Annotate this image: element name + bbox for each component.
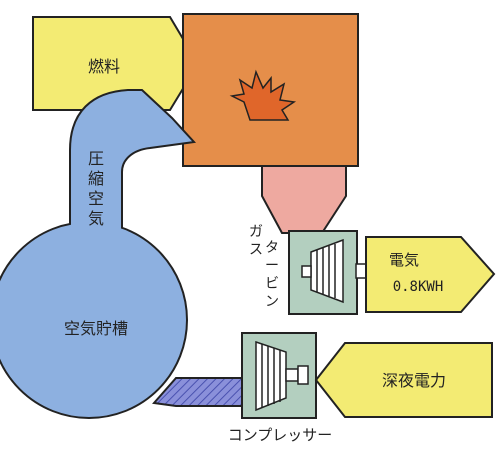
- compressed-air-char-2: 空: [88, 189, 104, 208]
- night-power-label: 深夜電力: [382, 371, 446, 390]
- compressor-rotor: [255, 340, 287, 412]
- gas-turbine-blades: [316, 244, 336, 298]
- compressed-air-char-3: 気: [88, 209, 104, 228]
- compressor-coupling: [297, 365, 309, 385]
- turbine-char-2: ビ: [265, 276, 279, 292]
- air-tank-label: 空気貯槽: [64, 319, 128, 338]
- electricity-label: 電気: [389, 251, 419, 269]
- night-power-arrow: [314, 342, 493, 418]
- gas-turbine-coupling: [355, 263, 367, 279]
- compressor-blades: [261, 344, 281, 408]
- compressor-pipe: [152, 377, 243, 407]
- gas-turbine-char-1: ス: [249, 242, 263, 258]
- gas-turbine-char-0: ガ: [249, 224, 263, 240]
- turbine-char-0: タ: [265, 240, 279, 256]
- compressor-shaft: [285, 368, 299, 382]
- compressed-air-char-0: 圧: [88, 149, 104, 168]
- compressor-label: コンプレッサー: [228, 426, 333, 444]
- turbine-char-3: ン: [265, 294, 279, 310]
- turbine-inlet-nozzle: [261, 165, 347, 234]
- electricity-arrow: [365, 236, 496, 313]
- compressed-air-char-1: 縮: [88, 169, 104, 188]
- tank-neck: [71, 210, 121, 236]
- electricity-value: 0.8KWH: [393, 279, 444, 295]
- flame-icon: [229, 69, 297, 121]
- gas-turbine-shaft: [301, 265, 312, 278]
- turbine-char-1: ー: [265, 258, 279, 274]
- compressed-air-duct: [69, 89, 197, 234]
- fuel-label: 燃料: [88, 57, 120, 76]
